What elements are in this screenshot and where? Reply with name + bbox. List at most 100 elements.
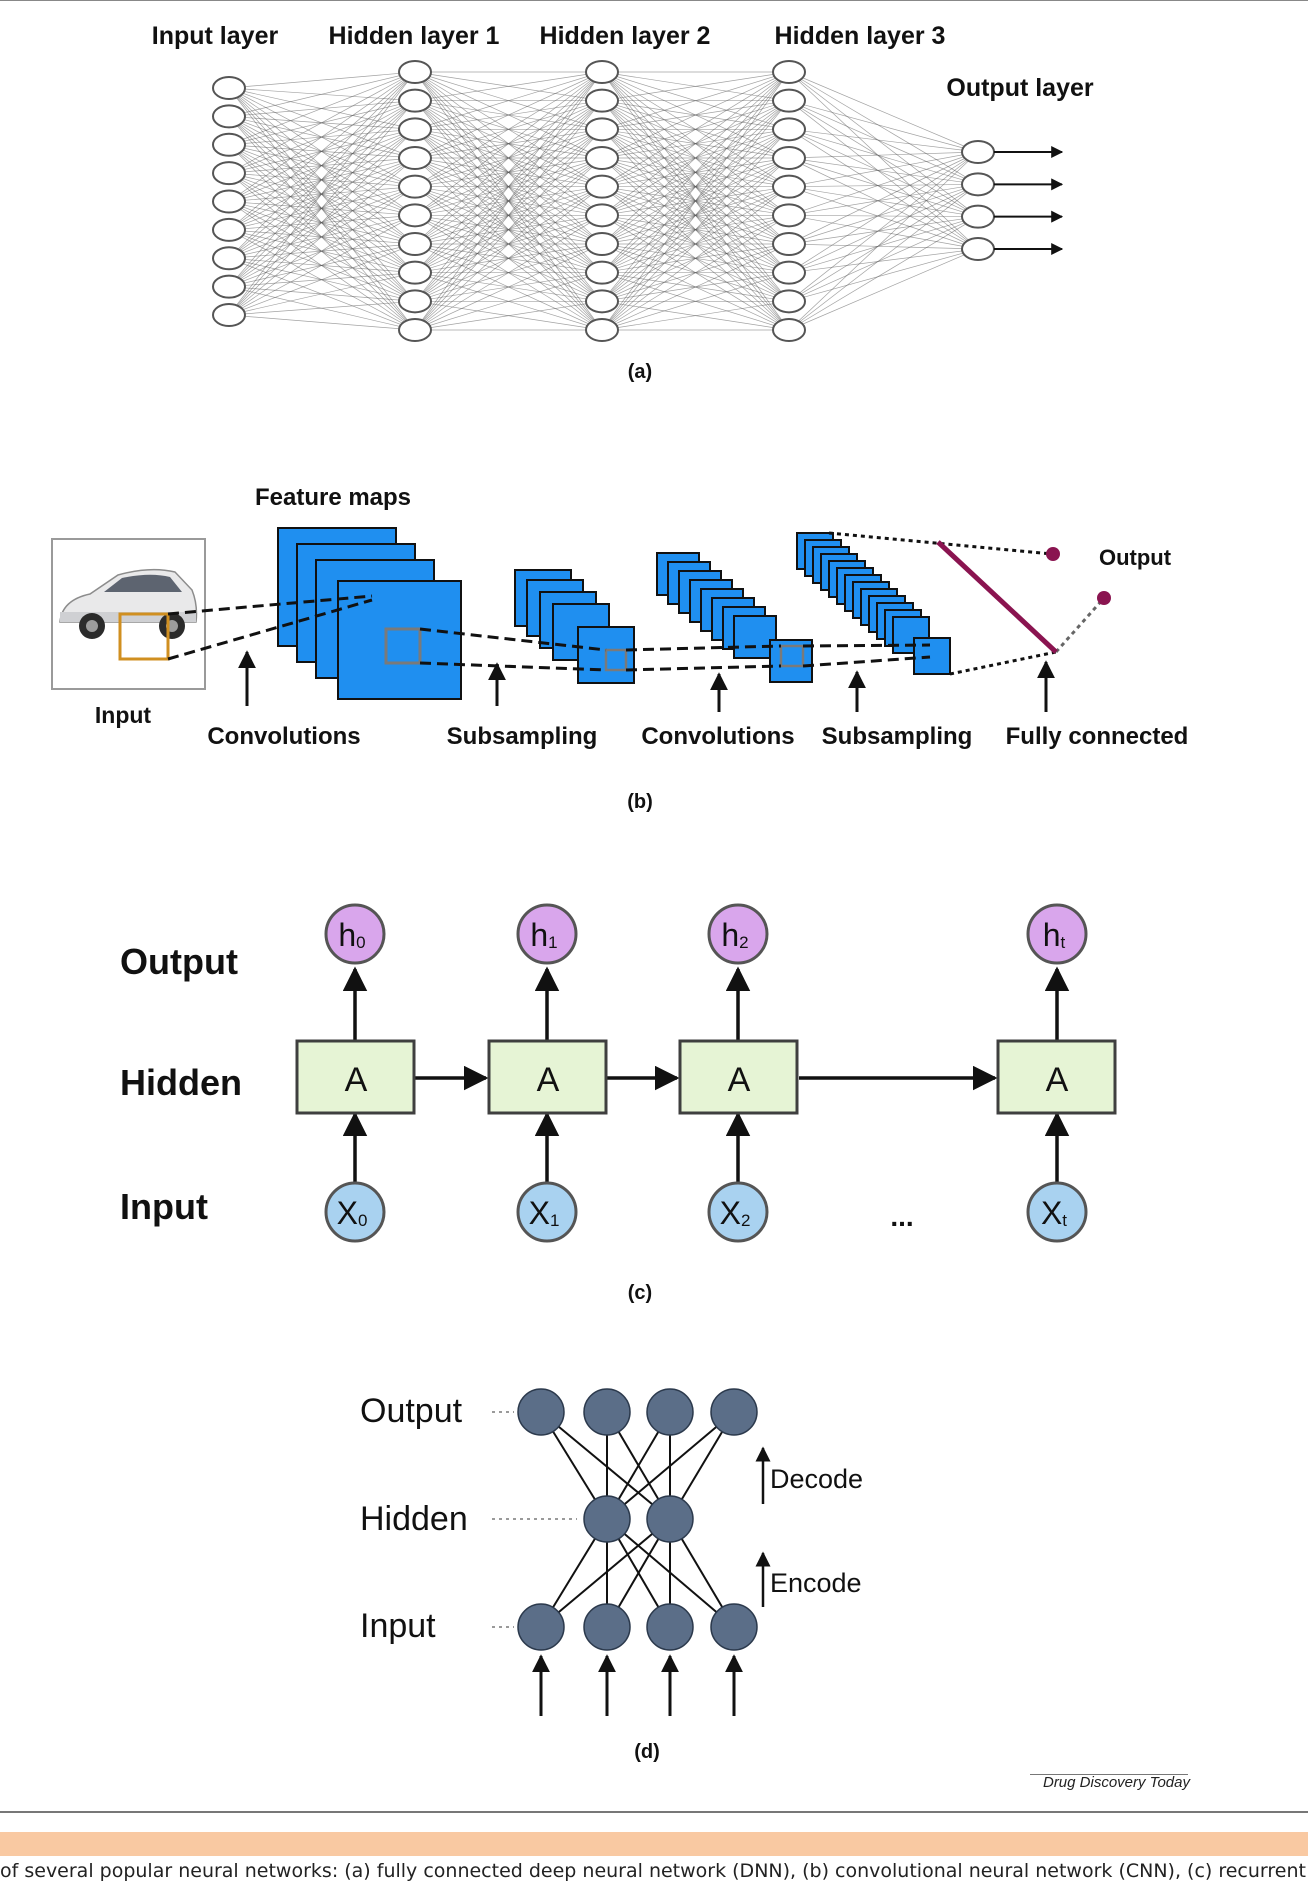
ae-node [583, 1388, 631, 1436]
dnn-edge [788, 100, 979, 217]
dnn-edge [601, 272, 790, 331]
dnn-edge [788, 71, 979, 217]
dnn-edge [788, 186, 979, 218]
dnn-node [585, 117, 619, 142]
dnn-edge [414, 71, 603, 159]
dnn-node [772, 88, 806, 113]
dnn-edge [601, 100, 790, 331]
dnn-edge [228, 300, 416, 316]
dnn-edge [788, 157, 979, 185]
dnn-edge [601, 215, 790, 331]
dnn-edge [414, 71, 603, 273]
dnn-node [212, 246, 246, 271]
ae-node [583, 1603, 631, 1651]
dnn-edge [788, 100, 979, 250]
ae-row-label-input: Input [360, 1607, 436, 1645]
projection-lines [167, 594, 931, 672]
dnn-edge [601, 71, 790, 159]
dnn-edge [788, 216, 979, 274]
input-node-label: X0 [337, 1195, 368, 1231]
output-layer-title: Output layer [946, 74, 1094, 102]
ae-row-guides [492, 1411, 577, 1628]
dnn-node [398, 203, 432, 228]
hidden-layer-1-title: Hidden layer 1 [329, 22, 500, 50]
dnn-edge [788, 151, 979, 188]
output-node [1097, 591, 1111, 605]
dnn-edge [414, 272, 603, 331]
panel-d-label: (d) [634, 1741, 660, 1763]
feature-maps-conv2 [656, 552, 813, 683]
dnn-edge [788, 183, 979, 245]
dnn-edge [414, 71, 603, 102]
dnn-edge [601, 71, 790, 302]
feature-maps-sub2 [796, 532, 951, 675]
dnn-node [212, 161, 246, 186]
input-node-label: X2 [720, 1195, 751, 1231]
dnn-node [585, 289, 619, 314]
dnn-edge [601, 71, 790, 130]
rnn-cell-label: A [1046, 1061, 1069, 1099]
feature-maps-sub1 [514, 569, 635, 684]
dnn-edge [788, 157, 979, 250]
dnn-edge [788, 151, 979, 331]
dnn-node [772, 60, 806, 84]
dnn-node [398, 117, 432, 142]
rnn-cell-label: A [537, 1061, 560, 1099]
rnn-cell [678, 1039, 799, 1115]
dnn-edge [414, 71, 603, 331]
dnn-connections [228, 71, 979, 331]
dnn-edge [788, 214, 979, 250]
dnn-edge [228, 71, 416, 117]
ae-node [583, 1495, 631, 1543]
dnn-edge [228, 71, 416, 231]
fully-connected-block [828, 531, 1111, 676]
dnn-edge [788, 151, 979, 273]
credit-rule [1030, 1774, 1188, 1775]
dnn-edge [788, 184, 979, 331]
dnn-edge [788, 248, 979, 274]
dnn-node [585, 203, 619, 228]
dnn-node [961, 204, 995, 229]
dnn-edge [228, 71, 416, 89]
dnn-edge [228, 129, 416, 316]
dnn-edge [788, 151, 979, 245]
dnn-edge [788, 71, 979, 185]
dnn-edge [228, 71, 416, 287]
ae-edge [606, 1411, 735, 1520]
dnn-nodes [212, 60, 995, 342]
dnn-node [772, 174, 806, 199]
output-node-label: h1 [530, 917, 557, 953]
dnn-edge [788, 183, 979, 216]
ae-edge [540, 1518, 671, 1628]
dnn-edge [414, 186, 603, 331]
hidden-layer-3-title: Hidden layer 3 [775, 22, 946, 50]
dnn-node [212, 132, 246, 157]
stage-label-convolutions: Convolutions [207, 723, 360, 750]
dnn-node [212, 104, 246, 129]
dnn-node [398, 318, 432, 342]
figure-caption: of several popular neural networks: (a) … [0, 1860, 1308, 1882]
dnn-edge [228, 186, 416, 316]
stage-label-fully-connected: Fully connected [1006, 723, 1189, 750]
dnn-node [961, 237, 995, 261]
dnn-edge [414, 157, 603, 331]
dnn-edge [601, 71, 790, 273]
dnn-edge [601, 71, 790, 187]
ae-row-label-output: Output [360, 1392, 463, 1430]
dnn-edge [601, 300, 790, 331]
dnn-node [212, 76, 246, 100]
dnn-edge [788, 216, 979, 302]
ae-row-label-hidden: Hidden [360, 1500, 468, 1538]
dnn-edge [228, 243, 416, 316]
dnn-edge [788, 216, 979, 331]
panel-d-autoencoder: Output Hidden Input Decode Encode (d) [360, 1388, 863, 1763]
stage-label-convolutions: Convolutions [641, 723, 794, 750]
dnn-node [772, 146, 806, 170]
rnn-cell [295, 1039, 416, 1115]
dnn-node [585, 146, 619, 170]
caption-band [0, 1832, 1308, 1856]
dnn-edge [788, 129, 979, 217]
panel-a-dnn: Input layer Hidden layer 1 Hidden layer … [152, 22, 1094, 383]
dnn-node [212, 189, 246, 214]
rnn-cell [487, 1039, 608, 1115]
